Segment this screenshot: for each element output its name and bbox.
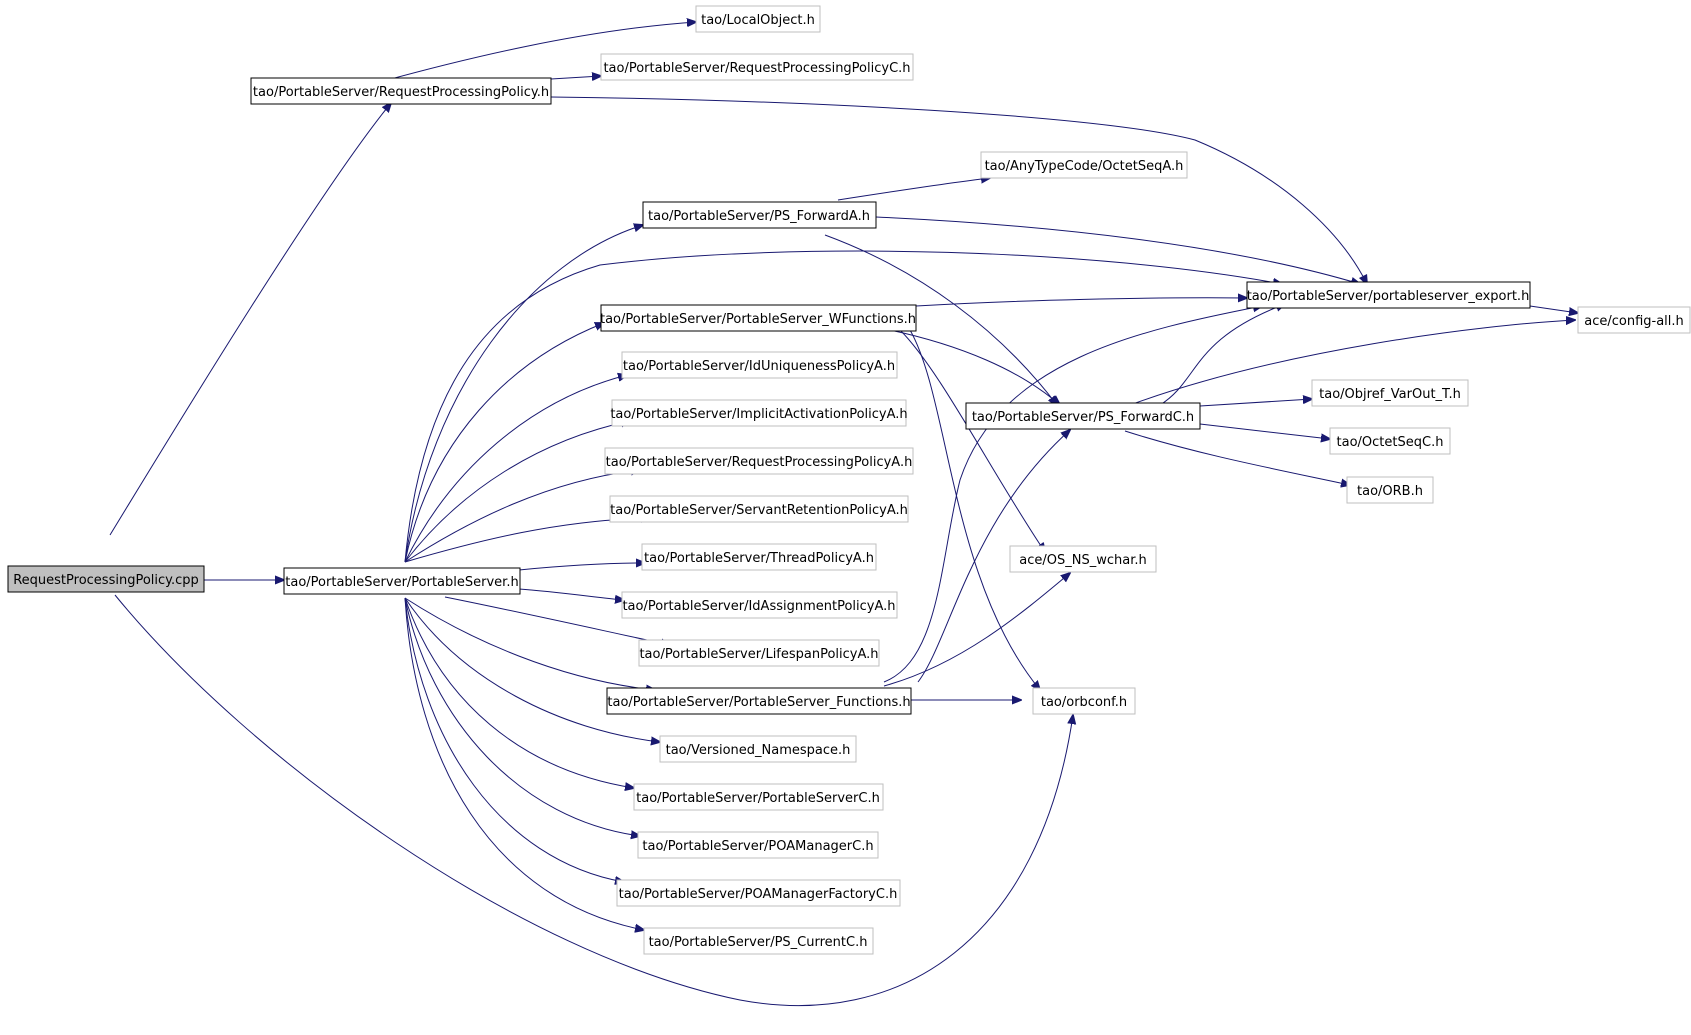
edge-psfa-to-export [875, 216, 1360, 284]
edge-ps-h-to-idassign [518, 588, 624, 600]
svg-text:tao/PortableServer/PS_ForwardA: tao/PortableServer/PS_ForwardA.h [648, 209, 870, 224]
edge-psfc-to-export [1159, 304, 1285, 406]
edge-ps-h-to-pscurrent [404, 597, 644, 930]
node-objref-varout-t-h: tao/Objref_VarOut_T.h [1311, 379, 1469, 407]
node-orbconf-h: tao/orbconf.h [1032, 687, 1136, 715]
node-octet-seq-c-h: tao/OctetSeqC.h [1329, 427, 1451, 455]
svg-text:tao/Versioned_Namespace.h: tao/Versioned_Namespace.h [666, 743, 851, 758]
svg-text:tao/PortableServer/IdUniquenes: tao/PortableServer/IdUniquenessPolicyA.h [623, 359, 895, 374]
svg-text:tao/PortableServer/PortableSer: tao/PortableServer/PortableServer_Functi… [607, 695, 910, 710]
svg-text:tao/PortableServer/portableser: tao/PortableServer/portableserver_export… [1247, 289, 1530, 304]
node-poa-manager-factory-c-h: tao/PortableServer/POAManagerFactoryC.h [616, 879, 901, 907]
node-lifespan-policy-a-h: tao/PortableServer/LifespanPolicyA.h [638, 639, 880, 667]
svg-text:ace/OS_NS_wchar.h: ace/OS_NS_wchar.h [1019, 553, 1146, 568]
svg-text:tao/OctetSeqC.h: tao/OctetSeqC.h [1337, 435, 1444, 450]
node-portable-server-c-h: tao/PortableServer/PortableServerC.h [633, 783, 884, 811]
edge-ps-h-to-versioned [404, 597, 660, 742]
edge-wfunc-to-wchar [899, 329, 1045, 552]
node-portableserver-export-h[interactable]: tao/PortableServer/portableserver_export… [1246, 281, 1531, 309]
svg-text:tao/PortableServer/RequestProc: tao/PortableServer/RequestProcessingPoli… [606, 455, 913, 470]
node-request-processing-policy-c-h: tao/PortableServer/RequestProcessingPoli… [600, 53, 914, 81]
edge-ps-h-to-rppa [404, 470, 640, 563]
svg-text:tao/Objref_VarOut_T.h: tao/Objref_VarOut_T.h [1319, 387, 1461, 402]
node-id-assignment-policy-a-h: tao/PortableServer/IdAssignmentPolicyA.h [621, 591, 898, 619]
node-request-processing-policy-cpp[interactable]: RequestProcessingPolicy.cpp [7, 565, 205, 593]
edge-rpp-h-to-export [550, 96, 1367, 284]
edge-ps-h-to-poamgrfac [404, 597, 624, 882]
edge-psfc-to-objref [1199, 399, 1312, 407]
edge-ps-h-to-lifespan [444, 596, 670, 645]
edge-psfc-to-octetseqc [1199, 423, 1330, 439]
edge-ps-h-to-wfunc [404, 323, 604, 563]
edge-wfunc-to-psfc [889, 329, 1060, 405]
edge-ps-h-to-export [404, 250, 1282, 563]
edge-ps-h-to-iduniq [404, 375, 627, 563]
edge-psfa-to-octetseqa [837, 178, 990, 201]
edge-func-to-psfc [917, 430, 1070, 683]
svg-text:tao/PortableServer/PortableSer: tao/PortableServer/PortableServerC.h [636, 791, 880, 806]
svg-text:tao/PortableServer/ThreadPolic: tao/PortableServer/ThreadPolicyA.h [644, 551, 874, 566]
nodes: RequestProcessingPolicy.cpp tao/Portable… [7, 5, 1691, 955]
edge-psfc-to-orb [1124, 430, 1350, 485]
node-ps-current-c-h: tao/PortableServer/PS_CurrentC.h [643, 927, 874, 955]
node-portableserver-functions-h[interactable]: tao/PortableServer/PortableServer_Functi… [606, 687, 912, 715]
node-request-processing-policy-a-h: tao/PortableServer/RequestProcessingPoli… [604, 447, 914, 475]
edge-ps-h-to-thread [518, 563, 645, 571]
edge-ps-h-to-poamgr [404, 597, 640, 836]
node-config-all-h: ace/config-all.h [1577, 306, 1691, 334]
svg-text:tao/AnyTypeCode/OctetSeqA.h: tao/AnyTypeCode/OctetSeqA.h [985, 159, 1184, 174]
edge-ps-h-to-implicit [404, 421, 630, 563]
node-request-processing-policy-h[interactable]: tao/PortableServer/RequestProcessingPoli… [250, 77, 552, 105]
svg-text:tao/PortableServer/POAManagerC: tao/PortableServer/POAManagerC.h [642, 839, 873, 854]
edge-psfa-to-psfc [824, 234, 1057, 405]
node-ps-forward-a-h[interactable]: tao/PortableServer/PS_ForwardA.h [642, 201, 877, 229]
edge-ps-h-to-psfa [404, 225, 643, 563]
node-implicit-activation-policy-a-h: tao/PortableServer/ImplicitActivationPol… [610, 399, 908, 427]
svg-text:tao/PortableServer/RequestProc: tao/PortableServer/RequestProcessingPoli… [603, 61, 910, 76]
svg-text:tao/PortableServer/LifespanPol: tao/PortableServer/LifespanPolicyA.h [639, 647, 878, 662]
edge-psfc-to-configall [1129, 320, 1575, 406]
edges [109, 22, 1578, 1007]
svg-text:tao/PortableServer/PS_ForwardC: tao/PortableServer/PS_ForwardC.h [972, 410, 1194, 425]
svg-text:tao/orbconf.h: tao/orbconf.h [1041, 695, 1127, 710]
svg-text:tao/PortableServer/POAManagerF: tao/PortableServer/POAManagerFactoryC.h [619, 887, 898, 902]
svg-text:tao/PortableServer/ImplicitAct: tao/PortableServer/ImplicitActivationPol… [610, 407, 907, 422]
edge-wfunc-to-orbconf [909, 329, 1040, 690]
node-ps-forward-c-h[interactable]: tao/PortableServer/PS_ForwardC.h [965, 402, 1201, 430]
edge-root-to-rpp-h [109, 103, 391, 536]
edge-rpp-h-to-rppc [550, 76, 601, 79]
node-portable-server-h[interactable]: tao/PortableServer/PortableServer.h [283, 567, 521, 595]
svg-text:ace/config-all.h: ace/config-all.h [1584, 314, 1684, 329]
svg-text:tao/PortableServer/IdAssignmen: tao/PortableServer/IdAssignmentPolicyA.h [622, 599, 895, 614]
node-servant-retention-policy-a-h: tao/PortableServer/ServantRetentionPolic… [609, 495, 909, 523]
svg-text:tao/ORB.h: tao/ORB.h [1357, 484, 1423, 499]
node-versioned-namespace-h: tao/Versioned_Namespace.h [659, 735, 857, 763]
edge-ps-h-to-psc [404, 597, 634, 788]
node-portableserver-wfunctions-h[interactable]: tao/PortableServer/PortableServer_WFunct… [600, 304, 917, 332]
edge-func-to-wchar [883, 573, 1070, 687]
edge-func-to-export [883, 306, 1262, 683]
svg-text:tao/PortableServer/PortableSer: tao/PortableServer/PortableServer.h [285, 575, 518, 590]
node-orb-h: tao/ORB.h [1346, 476, 1434, 504]
edge-ps-h-to-func [404, 597, 655, 690]
node-thread-policy-a-h: tao/PortableServer/ThreadPolicyA.h [641, 543, 877, 571]
node-id-uniqueness-policy-a-h: tao/PortableServer/IdUniquenessPolicyA.h [621, 351, 898, 379]
node-local-object-h: tao/LocalObject.h [695, 5, 821, 33]
svg-text:RequestProcessingPolicy.cpp: RequestProcessingPolicy.cpp [13, 573, 199, 588]
svg-text:tao/LocalObject.h: tao/LocalObject.h [701, 13, 815, 28]
node-poa-manager-c-h: tao/PortableServer/POAManagerC.h [637, 831, 879, 859]
edge-rpp-h-to-localobject [379, 22, 696, 83]
node-octet-seq-a-h: tao/AnyTypeCode/OctetSeqA.h [980, 151, 1188, 179]
node-os-ns-wchar-h: ace/OS_NS_wchar.h [1009, 545, 1157, 573]
svg-text:tao/PortableServer/PortableSer: tao/PortableServer/PortableServer_WFunct… [600, 312, 916, 327]
edge-root-to-orbconf [114, 594, 1073, 1007]
edge-wfunc-to-export [915, 298, 1247, 307]
svg-text:tao/PortableServer/ServantRete: tao/PortableServer/ServantRetentionPolic… [610, 503, 908, 518]
svg-text:tao/PortableServer/PS_CurrentC: tao/PortableServer/PS_CurrentC.h [649, 935, 868, 950]
svg-text:tao/PortableServer/RequestProc: tao/PortableServer/RequestProcessingPoli… [253, 85, 549, 100]
edge-export-to-configall [1529, 305, 1578, 313]
